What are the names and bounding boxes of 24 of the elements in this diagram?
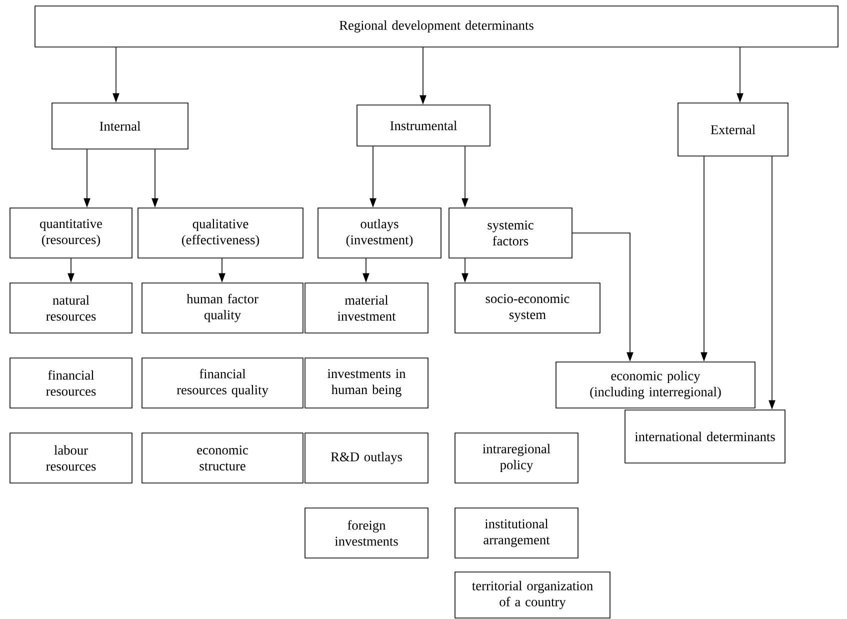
text-box: labour resources [10, 432, 132, 484]
text-box: international determinants [624, 410, 786, 464]
text-box: Regional development determinants [34, 6, 838, 48]
text-box: quantitative (resources) [10, 208, 132, 258]
text-box: financial resources quality [142, 358, 304, 408]
text-box: foreign investments [304, 508, 428, 558]
text-box: systemic factors [448, 208, 572, 258]
text-box: institutional arrangement [454, 508, 578, 558]
text-box: socio-economic system [454, 282, 600, 334]
text-box: intraregional policy [454, 432, 578, 484]
text-box: Instrumental [356, 104, 490, 146]
text-box: investments in human being [304, 358, 428, 408]
text-box: Internal [52, 102, 188, 150]
text-box: human factor quality [142, 282, 304, 334]
text-box: External [678, 102, 788, 156]
text-box: territorial organization of a country [454, 572, 610, 618]
text-box: material investment [304, 282, 428, 334]
text-box: economic structure [142, 432, 304, 484]
text-box: qualitative (effectiveness) [138, 208, 304, 258]
text-box: outlays (investment) [318, 208, 442, 258]
text-box: natural resources [10, 282, 132, 334]
text-box: financial resources [10, 358, 132, 408]
text-box: R&D outlays [304, 432, 428, 484]
text-box: economic policy (including interregional) [556, 362, 756, 408]
